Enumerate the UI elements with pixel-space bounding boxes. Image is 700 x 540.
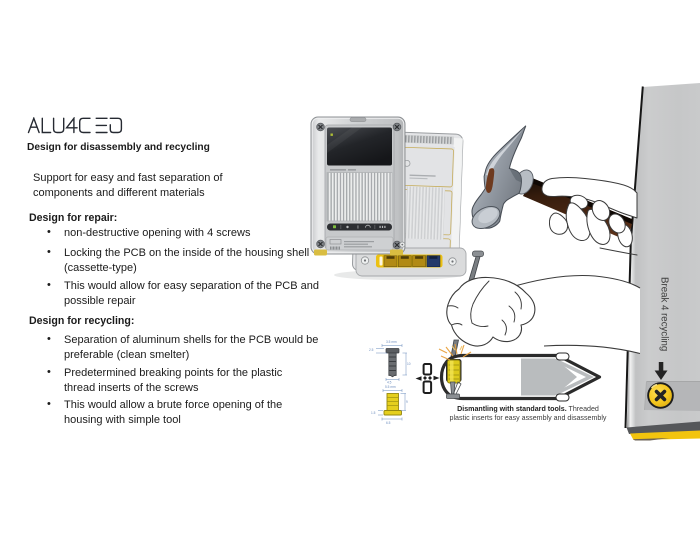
svg-text:1.5: 1.5 <box>371 411 376 415</box>
svg-text:6.5: 6.5 <box>386 421 391 425</box>
svg-text:3.5 mm: 3.5 mm <box>386 340 397 344</box>
svg-text:4.5: 4.5 <box>387 381 392 385</box>
svg-text:9: 9 <box>406 400 408 404</box>
svg-text:Break 4 recycling: Break 4 recycling <box>659 277 670 351</box>
svg-text:10: 10 <box>407 362 411 366</box>
svg-text:2.5: 2.5 <box>369 348 374 352</box>
svg-text:5.5 mm: 5.5 mm <box>385 385 396 389</box>
